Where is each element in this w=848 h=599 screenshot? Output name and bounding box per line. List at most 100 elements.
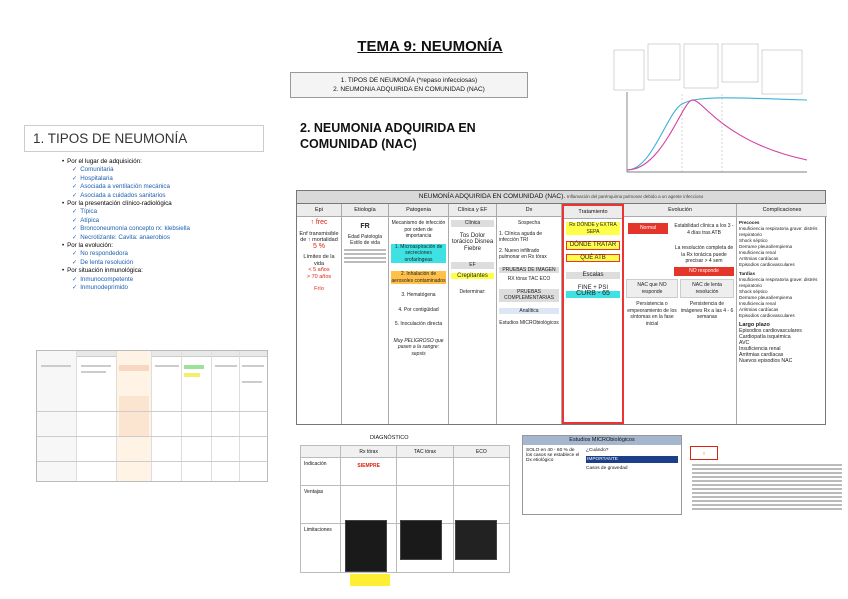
trat-donde: DÓNDE TRATAR xyxy=(566,241,620,250)
dx-img: PRUEBAS DE IMAGEN xyxy=(499,267,559,274)
diag-row-limitaciones: Limitaciones xyxy=(301,524,341,572)
trat-curb: CURB - 65 xyxy=(566,291,620,298)
trat-top: Rx DÓNDE y EXTRA SEPA xyxy=(566,222,620,235)
xray-chest-image xyxy=(345,520,387,572)
col-epi-header: Epi xyxy=(297,204,341,217)
ct-scan-image xyxy=(400,520,442,560)
evol-noresp: NO responde xyxy=(674,267,734,276)
diag-col-rx: Rx tórax xyxy=(341,446,397,457)
etio-sub: Edad Patología Estilo de vida xyxy=(344,234,386,247)
evol-estab: Estabilidad clínica a los 3 - 4 días tra… xyxy=(674,223,734,236)
pato-m1: 1. Microaspiración de secreciones orofar… xyxy=(391,244,446,264)
col-complicaciones-header: Complicaciones xyxy=(737,204,827,217)
col-evolucion-header: Evolución xyxy=(624,204,736,217)
micro-title: Estudios MICRObiológicos xyxy=(523,436,681,445)
list-item: Nuevos episodios NAC xyxy=(739,358,825,364)
col-evolucion: Evolución Normal Estabilidad clínica a l… xyxy=(624,204,737,424)
micro-importante-badge: IMPORTANTE xyxy=(586,456,678,463)
list-item: Inmunodeprimido xyxy=(62,284,292,292)
pato-m4: 4. Por contigüidad xyxy=(391,307,446,314)
diag-row-ventajas: Ventajas xyxy=(301,486,341,523)
evol-resol: La resolución completa de la Rx torácica… xyxy=(674,245,734,265)
evol-pers2: Persistencia de imágenes Rx a las 4 - 6 … xyxy=(680,301,734,321)
evol-pers: Persistencia o empeoramiento de los sínt… xyxy=(626,301,678,327)
evol-nac-no: NAC que NO responde xyxy=(626,279,678,298)
epi-frec: ↑ frec xyxy=(299,220,339,227)
pato-m3: 3. Hematógena xyxy=(391,292,446,299)
pato-intro: Mecanismo de infección por orden de impo… xyxy=(391,220,446,240)
clin-crep: Crepitantes xyxy=(451,273,494,280)
micro-solo: SOLO en 40 - 60 % de los casos se establ… xyxy=(523,445,583,474)
dx-title: Sospecha xyxy=(499,220,559,227)
diag-siempre: SIEMPRE xyxy=(341,458,397,485)
epi-mort: Enf transmisible de ↑ mortalidad xyxy=(299,231,339,244)
classification-list: Por el lugar de adquisición: Comunitaria… xyxy=(62,158,292,293)
col-tratamiento-header: Tratamiento xyxy=(564,206,622,219)
list-item: Episodios cardiovasculares xyxy=(739,262,825,268)
list-item: Asociada a cuidados sanitarios xyxy=(62,192,292,200)
list-item: Inmunocompetente xyxy=(62,276,292,284)
important-tag: ! xyxy=(690,446,718,460)
pato-m5: 5. Inoculación directa xyxy=(391,321,446,328)
nac-header-text: NEUMONÍA ADQUIRIDA EN COMUNIDAD (NAC). xyxy=(419,193,565,200)
etio-label: FR xyxy=(344,224,386,231)
dx-c1: 1. Clínica aguda de infección TRI xyxy=(499,231,559,244)
list-item: Comunitaria xyxy=(62,166,292,174)
diag-row-indicacion: Indicación xyxy=(301,458,341,485)
dx-imgs: RX tórax TAC ECO xyxy=(499,276,559,283)
nac-table: NEUMONÍA ADQUIRIDA EN COMUNIDAD (NAC). I… xyxy=(296,190,826,425)
clin-determinar: Determinar: xyxy=(451,289,494,296)
dx-anal: Analítica xyxy=(499,308,559,315)
col-complicaciones: Complicaciones Precoces Insuficiencia re… xyxy=(737,204,827,424)
micro-cuando: ¿Cuándo? xyxy=(586,448,678,453)
topic-1: 1. TIPOS DE NEUMONÍA (*repaso infecciosa… xyxy=(291,76,527,85)
pato-m2: 2. Inhalación de aerosoles contaminados xyxy=(391,271,446,284)
group-evolucion: Por la evolución: xyxy=(62,242,292,250)
list-item: De lenta resolución xyxy=(62,259,292,267)
evol-lenta: NAC de lenta resolución xyxy=(680,279,734,298)
dx-comp: PRUEBAS COMPLEMENTARIAS xyxy=(499,289,559,302)
list-item: Bronconeumonía concepto rx: klebsiella xyxy=(62,225,292,233)
list-item: Típica xyxy=(62,208,292,216)
col-patogenia: Patogenia Mecanismo de infección por ord… xyxy=(389,204,449,424)
section1-title: 1. TIPOS DE NEUMONÍA xyxy=(24,125,264,152)
group-presentacion: Por la presentación clínico-radiológica xyxy=(62,200,292,208)
epi-frio: Frío xyxy=(299,286,339,293)
topics-box: 1. TIPOS DE NEUMONÍA (*repaso infecciosa… xyxy=(290,72,528,98)
pato-note: Muy PELIGROSO que pasen a la sangre: sep… xyxy=(391,338,446,358)
eco-image xyxy=(455,520,497,560)
diag-col-tac: TAC tórax xyxy=(397,446,453,457)
col-tratamiento: Tratamiento Rx DÓNDE y EXTRA SEPA DÓNDE … xyxy=(562,204,624,424)
nac-header-sub: Inflamación del parénquima pulmonar debi… xyxy=(567,194,703,199)
right-bottom-table xyxy=(692,462,842,580)
col-patogenia-header: Patogenia xyxy=(389,204,448,217)
col-etiologia-header: Etiología xyxy=(342,204,388,217)
col-epi: Epi ↑ frec Enf transmisible de ↑ mortali… xyxy=(297,204,342,424)
diag-col-eco: ECO xyxy=(454,446,509,457)
trat-escalas: Escalas xyxy=(566,272,620,279)
page-title: TEMA 9: NEUMONÍA xyxy=(330,38,530,55)
list-item: Atípica xyxy=(62,217,292,225)
epi-limits: Límites de la vida xyxy=(299,254,339,267)
list-item: No respondedora xyxy=(62,250,292,258)
col-clinica-header: Clínica y EF xyxy=(449,204,496,217)
topic-2: 2. NEUMONIA ADQUIRIDA EN COMUNIDAD (NAC) xyxy=(291,85,527,94)
clin-items: Tos Dolor torácico Disnea Fiebre xyxy=(451,233,494,253)
col-dx-header: Dx xyxy=(497,204,561,217)
list-item: Hospitalaria xyxy=(62,175,292,183)
group-lugar: Por el lugar de adquisición: xyxy=(62,158,292,166)
epi-pct: 5 % xyxy=(299,244,339,251)
micro-studies: Estudios MICRObiológicos SOLO en 40 - 60… xyxy=(522,435,682,515)
evol-normal: Normal xyxy=(628,223,668,234)
clin-ef: EF xyxy=(451,262,494,269)
section2-title: 2. NEUMONIA ADQUIRIDA EN COMUNIDAD (NAC) xyxy=(300,120,540,152)
list-item: Insuficiencia respiratoria grave: distré… xyxy=(739,226,825,238)
col-dx: Dx Sospecha 1. Clínica aguda de infecció… xyxy=(497,204,562,424)
left-thumbnail-table xyxy=(36,350,268,482)
highlight-note xyxy=(350,574,390,586)
evolution-chart-thumbnail xyxy=(612,42,812,184)
micro-gravedad: Casos de gravedad xyxy=(586,466,678,471)
list-item: Asociada a ventilación mecánica xyxy=(62,183,292,191)
list-item: Necrotizante: Cavita: anaerobios xyxy=(62,234,292,242)
epi-age2: > 70 años xyxy=(299,274,339,281)
